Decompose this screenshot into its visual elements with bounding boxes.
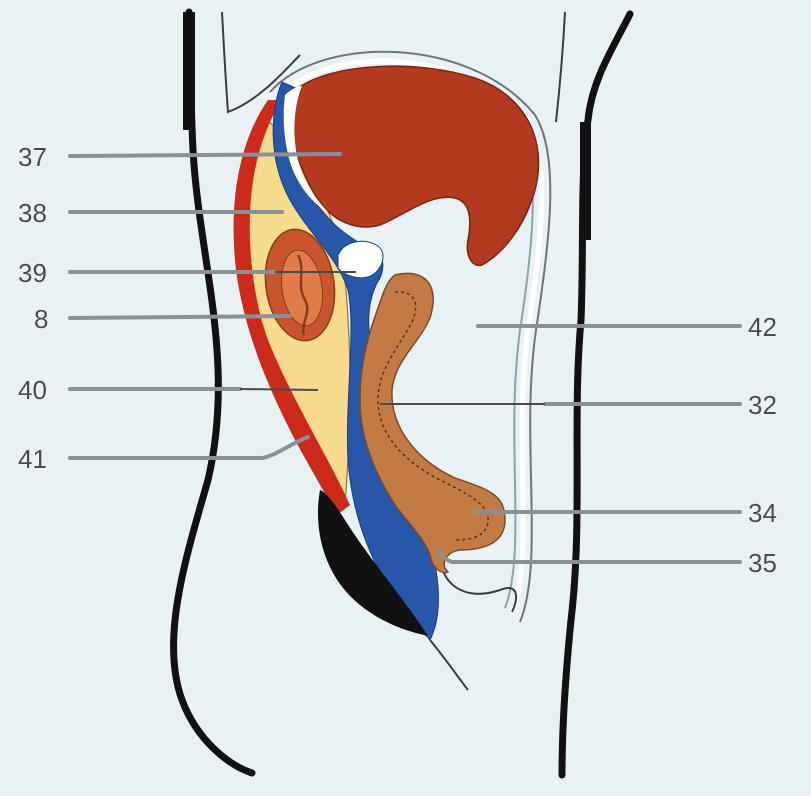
leader-37 (70, 154, 340, 156)
label-34: 34 (748, 498, 777, 528)
body-wall-right-outline (562, 14, 630, 775)
label-35: 35 (748, 548, 777, 578)
body-wall-left-thick-segment (183, 12, 195, 130)
label-39: 39 (18, 258, 47, 288)
label-8: 8 (34, 304, 48, 334)
leader-35 (440, 552, 740, 562)
label-32: 32 (748, 390, 777, 420)
cord-tail-line (430, 640, 468, 690)
label-41: 41 (18, 444, 47, 474)
leader-41 (70, 437, 308, 458)
leader-8 (70, 316, 290, 318)
label-42: 42 (748, 312, 777, 342)
leader-40-dark (240, 389, 318, 390)
inner-frame-right (556, 12, 565, 122)
label-40: 40 (18, 375, 47, 405)
body-wall-right-thick-segment (580, 122, 591, 240)
label-37: 37 (18, 142, 47, 172)
label-38: 38 (18, 198, 47, 228)
membrane-bottom-loop (440, 560, 516, 612)
